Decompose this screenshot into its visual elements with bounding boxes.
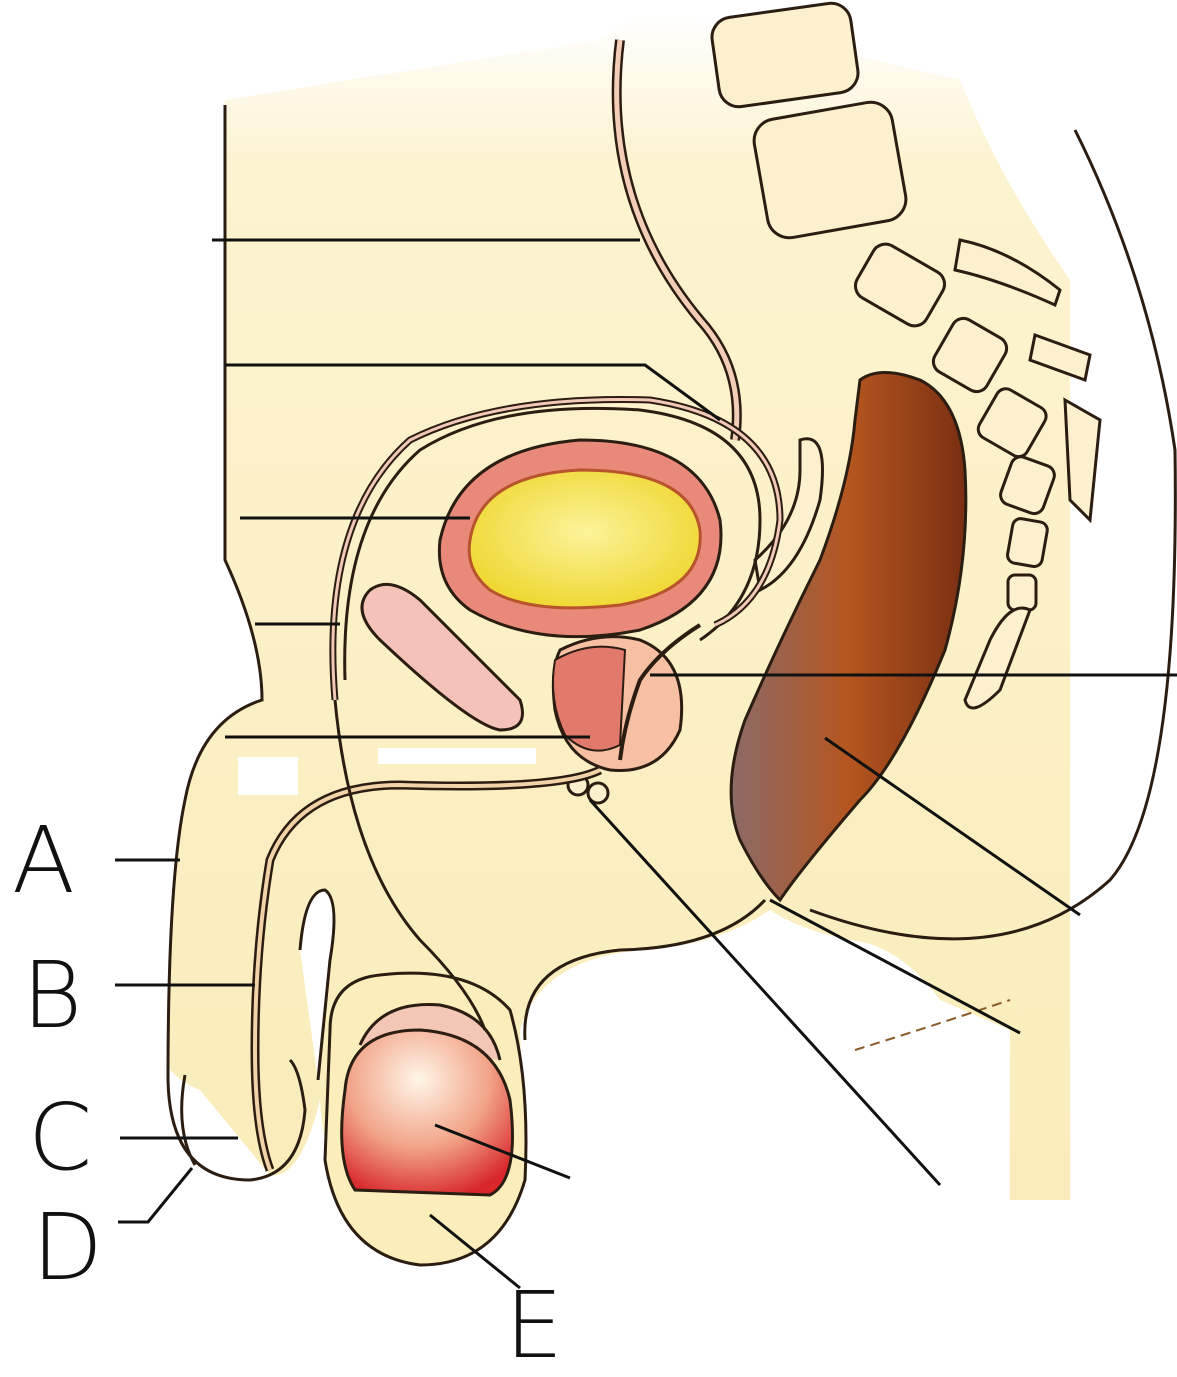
bladder-lumen: [469, 470, 700, 608]
label-d: D: [32, 1202, 103, 1294]
label-blank-box: [238, 757, 298, 795]
label-b: B: [22, 950, 82, 1042]
label-e: E: [505, 1280, 563, 1372]
label-a: A: [12, 815, 75, 907]
foreskin: [182, 1075, 195, 1165]
testis: [342, 1030, 513, 1195]
label-c: C: [28, 1092, 92, 1184]
label-blank-bar: [378, 748, 536, 764]
